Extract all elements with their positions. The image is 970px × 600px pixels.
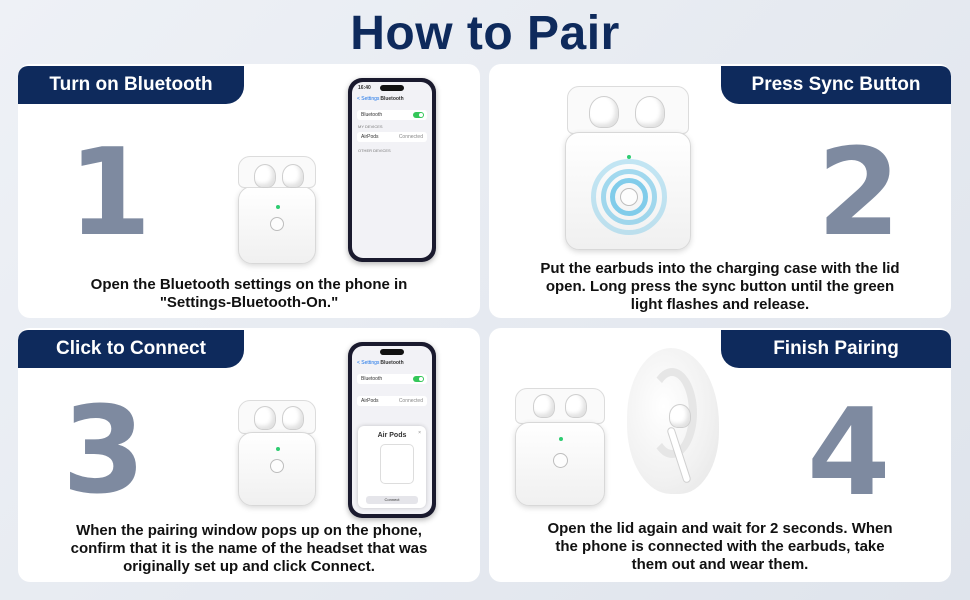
status-led — [627, 155, 631, 159]
sync-button-icon — [620, 188, 638, 206]
step-card-2: Press Sync Button 2 Put the earbuds into… — [489, 64, 951, 318]
status-led — [559, 437, 563, 441]
step-1-tag: Turn on Bluetooth — [18, 66, 244, 104]
status-led — [276, 447, 280, 451]
charging-case — [238, 432, 316, 506]
step-2-description: Put the earbuds into the charging case w… — [540, 260, 900, 313]
settings-back-link[interactable]: < Settings — [357, 96, 380, 102]
earbud-icon — [635, 96, 665, 128]
connect-button[interactable]: Connect — [366, 496, 418, 504]
phone-pairing-popup: < Settings Bluetooth Bluetooth AirPods C… — [348, 342, 436, 518]
earbud-icon — [282, 164, 304, 188]
sync-button-icon — [270, 217, 284, 231]
earbud-icon — [589, 96, 619, 128]
earbud-icon — [282, 406, 304, 430]
sync-button-icon — [553, 453, 568, 468]
step-4-tag: Finish Pairing — [721, 330, 951, 368]
device-row[interactable]: AirPods Connected — [357, 132, 427, 142]
device-name: AirPods — [361, 134, 379, 140]
bluetooth-toggle[interactable] — [413, 112, 424, 118]
bluetooth-label: Bluetooth — [361, 112, 383, 118]
case-lid — [238, 156, 316, 188]
charging-case — [515, 422, 605, 506]
section-my-devices: MY DEVICES — [358, 124, 383, 129]
pairing-popup: Air Pods × Connect — [358, 426, 426, 508]
device-status: Connected — [398, 134, 423, 140]
earbud-icon — [254, 406, 276, 430]
case-lid — [238, 400, 316, 434]
device-row[interactable]: AirPods Connected — [357, 396, 427, 406]
bluetooth-label: Bluetooth — [361, 376, 383, 382]
device-status: Connected — [398, 398, 423, 404]
section-other-devices: OTHER DEVICES — [358, 148, 391, 153]
case-thumbnail — [380, 444, 414, 484]
bluetooth-row[interactable]: Bluetooth — [357, 374, 427, 384]
step-2-tag: Press Sync Button — [721, 66, 951, 104]
charging-case — [238, 186, 316, 264]
earbud-icon — [533, 394, 555, 418]
close-icon[interactable]: × — [418, 430, 421, 436]
charging-case — [565, 132, 691, 250]
popup-title: Air Pods — [377, 432, 407, 439]
status-led — [276, 205, 280, 209]
phone-time: 16:40 — [358, 85, 371, 91]
device-name: AirPods — [361, 398, 379, 404]
bluetooth-toggle[interactable] — [413, 376, 424, 382]
step-4-description: Open the lid again and wait for 2 second… — [547, 520, 893, 573]
settings-back-link[interactable]: < Settings — [357, 360, 380, 366]
case-lid — [515, 388, 605, 424]
step-card-1: Turn on Bluetooth 1 16:40 < Settings Blu… — [18, 64, 480, 318]
step-3-number: 3 — [62, 382, 146, 521]
step-card-4: Finish Pairing 4 Open the lid again and … — [489, 328, 951, 582]
step-2-number: 2 — [817, 124, 901, 263]
step-card-3: Click to Connect 3 < Settings Bluetooth … — [18, 328, 480, 582]
step-3-tag: Click to Connect — [18, 330, 244, 368]
bluetooth-screen-title: Bluetooth — [380, 96, 404, 102]
bluetooth-row[interactable]: Bluetooth — [357, 110, 427, 120]
case-lid — [567, 86, 689, 134]
earbud-icon — [565, 394, 587, 418]
page-title: How to Pair — [350, 7, 620, 60]
step-1-description: Open the Bluetooth settings on the phone… — [90, 276, 408, 311]
step-1-number: 1 — [68, 124, 152, 263]
phone-settings: 16:40 < Settings Bluetooth Bluetooth MY … — [348, 78, 436, 262]
earbud-in-ear-icon — [669, 404, 691, 428]
step-3-description: When the pairing window pops up on the p… — [70, 522, 428, 575]
earbud-icon — [254, 164, 276, 188]
bluetooth-screen-title: Bluetooth — [380, 360, 404, 366]
sync-button-icon — [270, 459, 284, 473]
step-4-number: 4 — [807, 384, 891, 523]
